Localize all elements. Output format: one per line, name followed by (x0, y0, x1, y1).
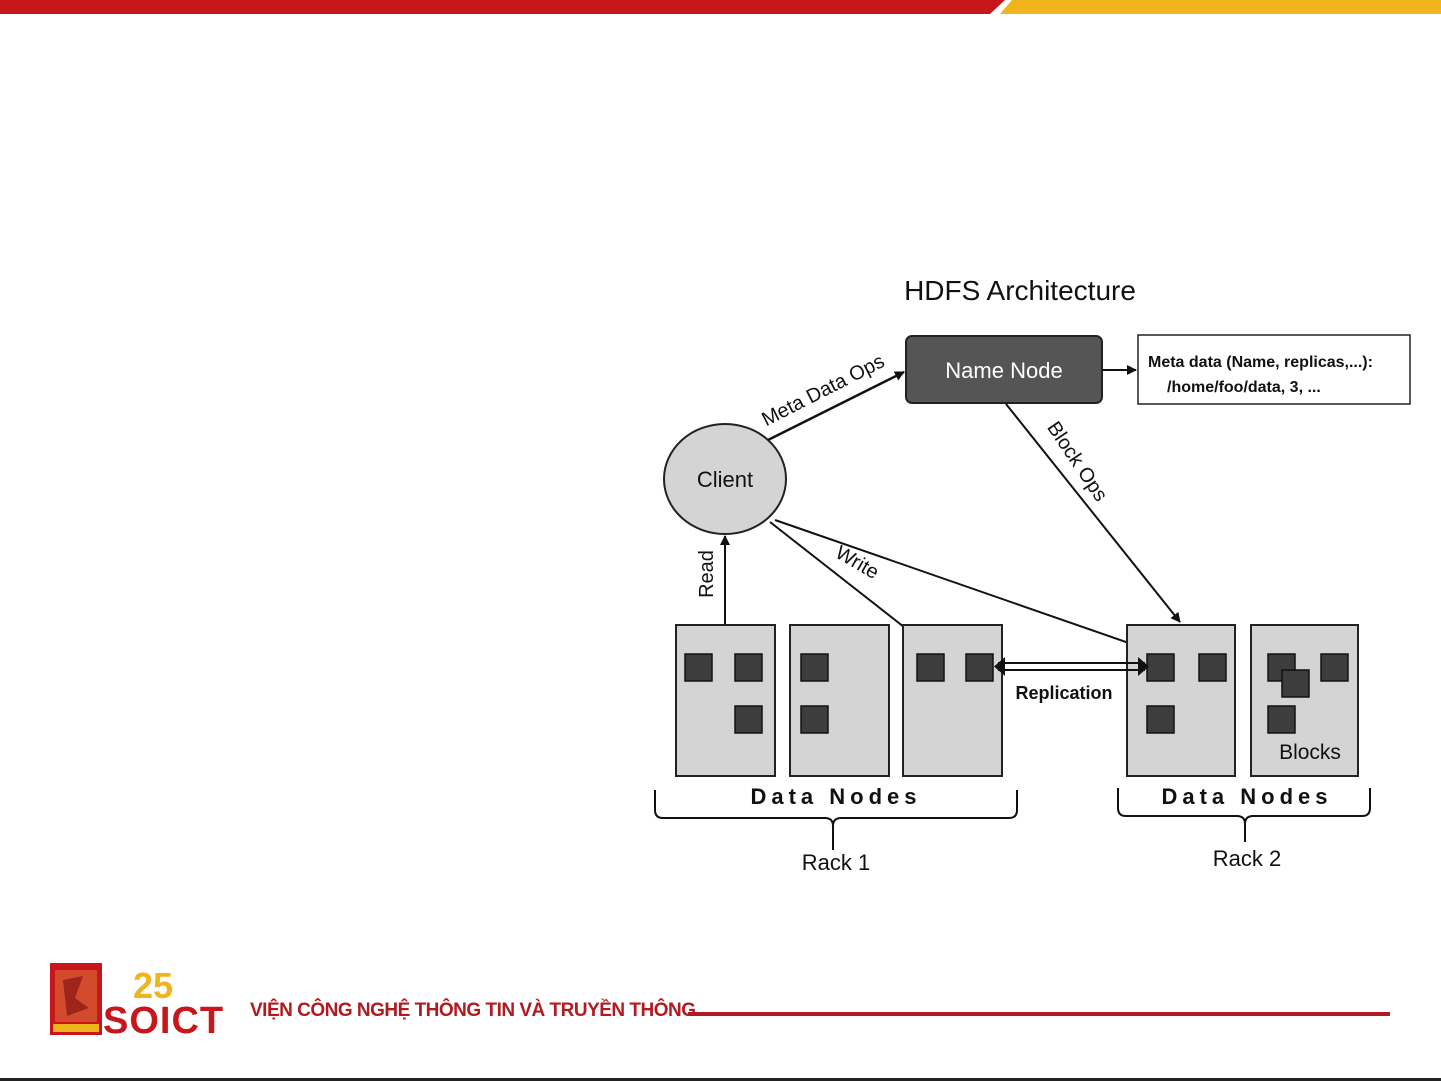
data-node (903, 625, 1002, 776)
institute-name: VIỆN CÔNG NGHỆ THÔNG TIN VÀ TRUYỀN THÔNG (250, 1000, 696, 1022)
name-node-label: Name Node (945, 358, 1062, 383)
replication-label: Replication (1015, 683, 1112, 703)
block (735, 654, 762, 681)
block (1199, 654, 1226, 681)
block (1147, 654, 1174, 681)
block (801, 706, 828, 733)
rack1-label: Rack 1 (802, 850, 870, 875)
replication-arrow (994, 657, 1149, 676)
rack2-data-nodes-label: Data Nodes (1161, 784, 1332, 809)
block (685, 654, 712, 681)
block (801, 654, 828, 681)
block (966, 654, 993, 681)
footer-rule (688, 1012, 1390, 1016)
soict-logo: 25 SOICT (45, 958, 240, 1040)
block-ops-arrow (1006, 404, 1180, 622)
block (1321, 654, 1348, 681)
diagram-title: HDFS Architecture (904, 275, 1136, 306)
block (1147, 706, 1174, 733)
logo-text: SOICT (103, 1000, 224, 1040)
data-node (1127, 625, 1235, 776)
metadata-line2: /home/foo/data, 3, ... (1167, 379, 1321, 396)
client-label: Client (697, 467, 753, 492)
block (1268, 706, 1295, 733)
read-label: Read (696, 550, 718, 598)
rack2-label: Rack 2 (1213, 846, 1281, 871)
block (1282, 670, 1309, 697)
blocks-label: Blocks (1279, 741, 1341, 764)
block (917, 654, 944, 681)
data-node (676, 625, 775, 776)
block (735, 706, 762, 733)
rack1-data-nodes-label: Data Nodes (750, 784, 921, 809)
metadata-line1: Meta data (Name, replicas,...): (1148, 354, 1373, 371)
data-node (790, 625, 889, 776)
